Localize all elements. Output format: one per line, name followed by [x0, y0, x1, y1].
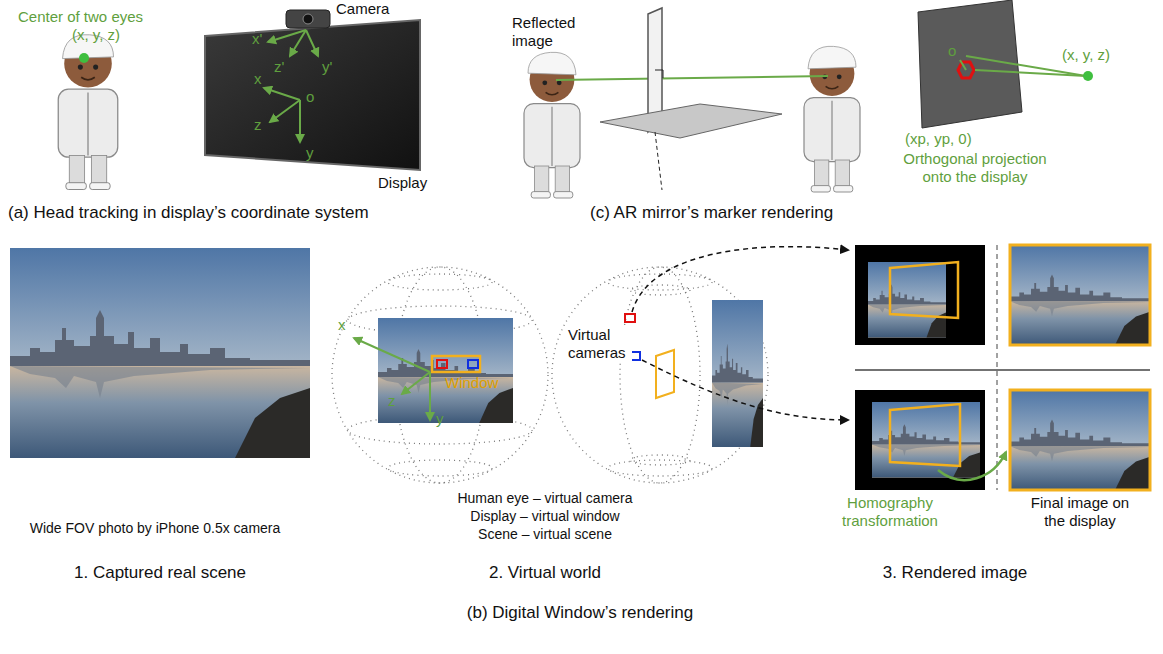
annotation-label: (x, y, z): [1062, 46, 1110, 64]
note-label: Human eye – virtual camera: [457, 490, 632, 507]
annotation-label: o: [948, 42, 956, 60]
annotation-label: z: [254, 116, 262, 134]
annotation-label: x': [252, 30, 262, 48]
figure-label: Reflected image: [512, 14, 592, 50]
annotation-label: x: [338, 316, 346, 334]
figure-label: Display: [378, 174, 427, 192]
annotation-label: y: [306, 144, 314, 162]
note-label: Scene – virtual scene: [478, 526, 612, 543]
panel-caption: 1. Captured real scene: [74, 563, 246, 583]
annotation-label: z': [274, 58, 284, 76]
annotation-label: Center of two eyes: [18, 8, 143, 26]
annotation-label: x: [254, 70, 262, 88]
annotation-label: (xp, yp, 0): [905, 130, 972, 148]
panel-caption: (c) AR mirror’s marker rendering: [590, 203, 833, 223]
annotation-label: (x, y, z): [72, 26, 120, 44]
note-label: Display – virtual window: [470, 508, 619, 525]
annotation-label: z: [388, 392, 396, 410]
annotation-label: o: [306, 88, 314, 106]
annotation-label: y: [436, 410, 444, 428]
annotation-label: Homography transformation: [835, 494, 945, 530]
figure-label: Final image on the display: [1020, 494, 1140, 530]
window-label: Window: [445, 374, 498, 392]
panel-caption: (a) Head tracking in display’s coordinat…: [8, 203, 369, 223]
figure-label: Virtual cameras: [566, 326, 632, 362]
panel-caption: 2. Virtual world: [489, 563, 601, 583]
panel-caption: (b) Digital Window’s rendering: [467, 603, 693, 623]
figure-label: Camera: [336, 0, 389, 18]
panel-caption: 3. Rendered image: [883, 563, 1028, 583]
annotation-label: Orthogonal projection onto the display: [895, 150, 1055, 186]
note-label: Wide FOV photo by iPhone 0.5x camera: [30, 520, 281, 537]
annotation-label: y': [322, 58, 332, 76]
